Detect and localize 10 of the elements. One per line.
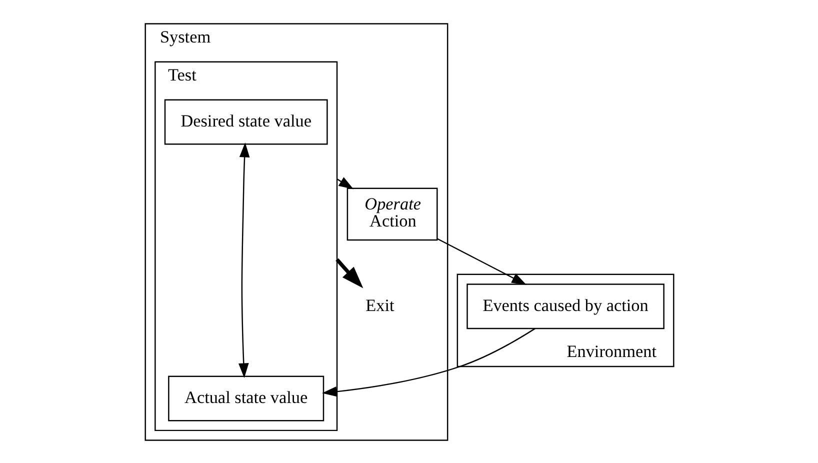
node-box: Actual state value xyxy=(168,375,324,421)
arrow xyxy=(336,176,354,189)
node-box: Desired state value xyxy=(164,98,328,144)
node-box: Operate Action xyxy=(346,187,438,240)
node-box: Events caused by action xyxy=(466,283,664,329)
node-text: Exit xyxy=(365,295,394,314)
arrow xyxy=(238,142,250,378)
arrow xyxy=(335,258,363,288)
arrow xyxy=(322,328,535,396)
arrow xyxy=(436,238,526,284)
